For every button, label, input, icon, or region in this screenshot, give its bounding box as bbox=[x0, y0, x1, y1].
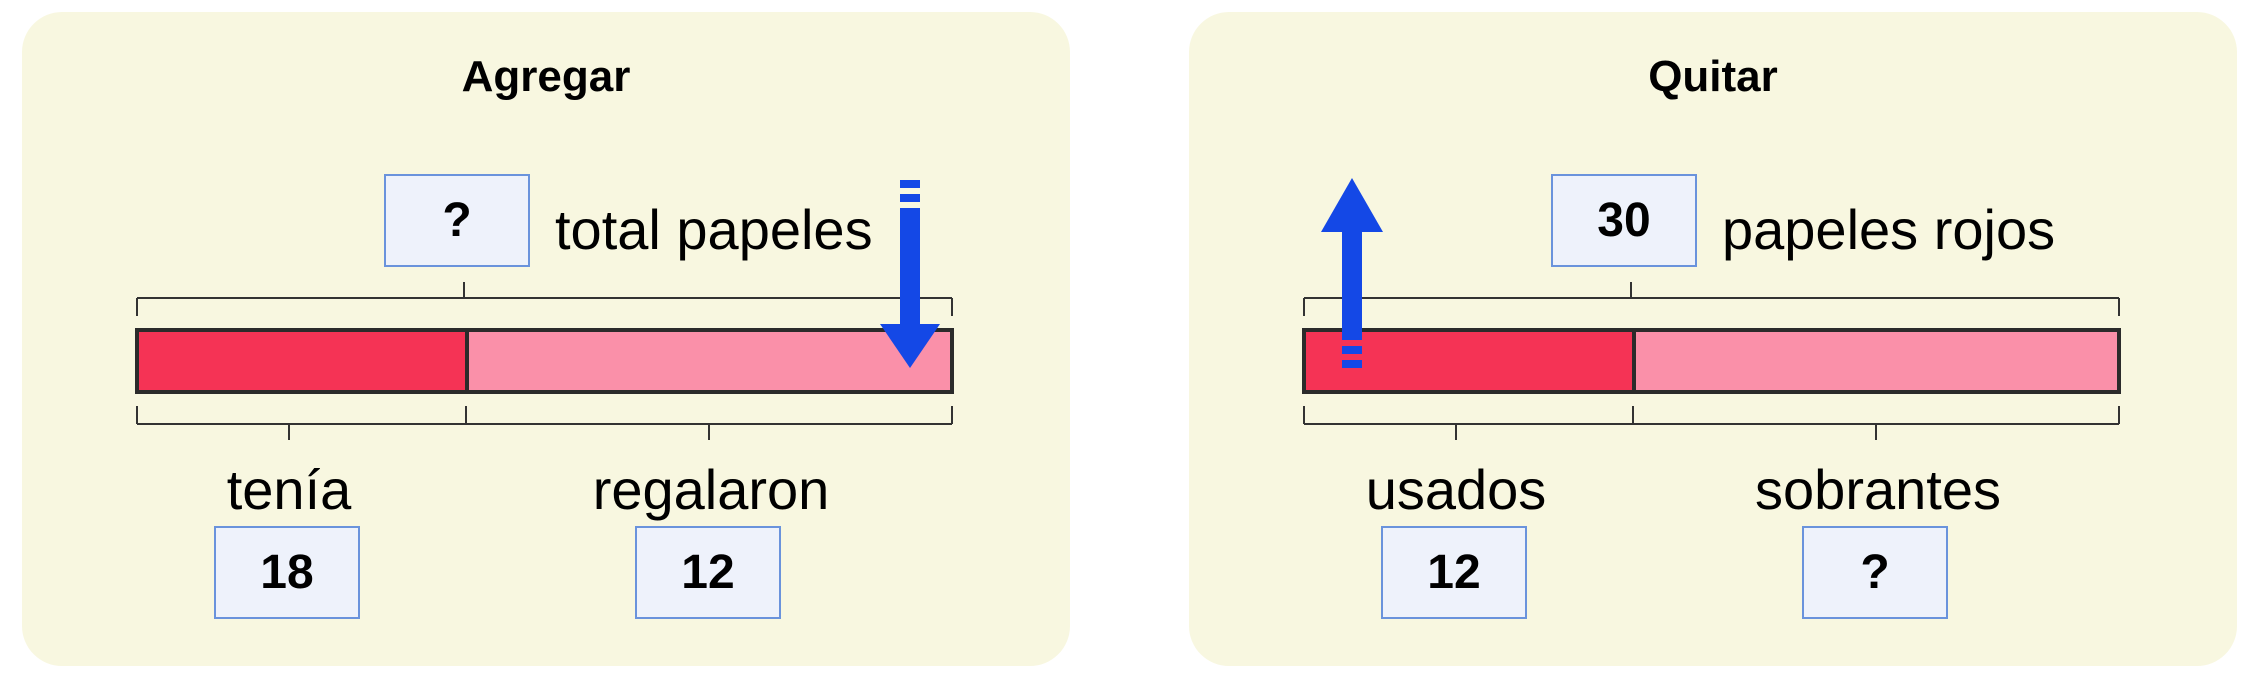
bar-segment-leftover bbox=[1636, 328, 2121, 394]
panel-title: Quitar bbox=[1648, 52, 1778, 101]
total-label: papeles rojos bbox=[1722, 198, 2056, 261]
segment-label-used: usados bbox=[1365, 458, 1547, 521]
given-value-box: 12 bbox=[635, 526, 781, 619]
arrow-down-icon bbox=[880, 180, 940, 368]
panel-title: Agregar bbox=[461, 52, 631, 101]
bracket-lines bbox=[1303, 282, 2120, 440]
leftover-value-box: ? bbox=[1802, 526, 1948, 619]
total-label: total papeles bbox=[555, 198, 873, 261]
segment-label-leftover: sobrantes bbox=[1755, 458, 2001, 521]
segment-label-had: tenía bbox=[226, 458, 352, 521]
bar-segment-given bbox=[469, 328, 954, 394]
remove-panel: Quitar 30 papeles rojos usados sobrantes… bbox=[1189, 12, 2237, 666]
bar-segment-had bbox=[135, 328, 469, 394]
arrow-up-icon bbox=[1321, 178, 1383, 368]
bracket-lines bbox=[136, 282, 953, 440]
had-value-box: 18 bbox=[214, 526, 360, 619]
add-panel: Agregar ? total papeles tenía regalaron … bbox=[22, 12, 1070, 666]
used-value-box: 12 bbox=[1381, 526, 1527, 619]
total-box: 30 bbox=[1551, 174, 1697, 267]
total-box: ? bbox=[384, 174, 530, 267]
segment-label-given: regalaron bbox=[592, 458, 830, 521]
